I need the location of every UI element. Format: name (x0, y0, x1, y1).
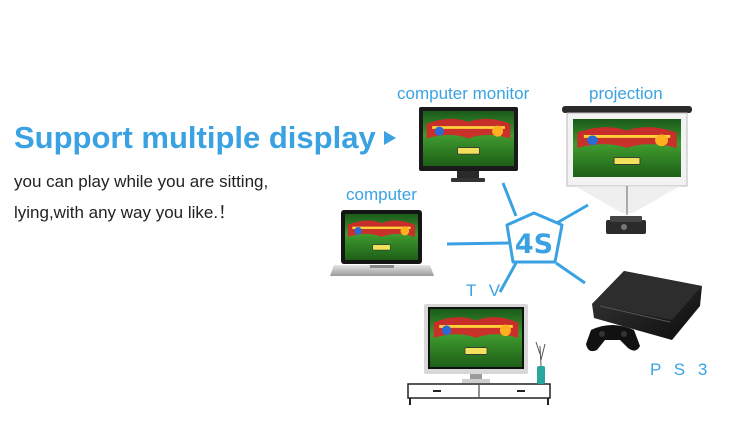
label-computer-monitor: computer monitor (397, 84, 530, 103)
vase-icon (535, 341, 546, 384)
label-ps3: P S 3 (650, 360, 712, 379)
ps3-console-icon (592, 271, 702, 340)
play-arrow-icon (383, 130, 396, 145)
tv-stand-icon (407, 383, 551, 405)
label-tv: T V (466, 281, 505, 300)
projection-screen-icon (562, 106, 692, 215)
controller-icon (586, 325, 640, 352)
headline-text: Support multiple display (14, 120, 376, 155)
projector-icon (606, 216, 646, 234)
tv-icon (424, 304, 528, 383)
computer-monitor-icon (419, 107, 518, 182)
connector-lines (446, 182, 589, 293)
headline: Support multiple display (14, 120, 396, 156)
description-line-1: you can play while you are sitting, (14, 172, 269, 191)
label-projection: projection (589, 84, 663, 103)
label-computer: computer (346, 185, 417, 204)
hub-pentagon (505, 211, 564, 264)
laptop-icon (330, 210, 434, 276)
hub-label: 4S (515, 229, 553, 260)
description-line-2: lying,with any way you like.！ (14, 203, 236, 222)
